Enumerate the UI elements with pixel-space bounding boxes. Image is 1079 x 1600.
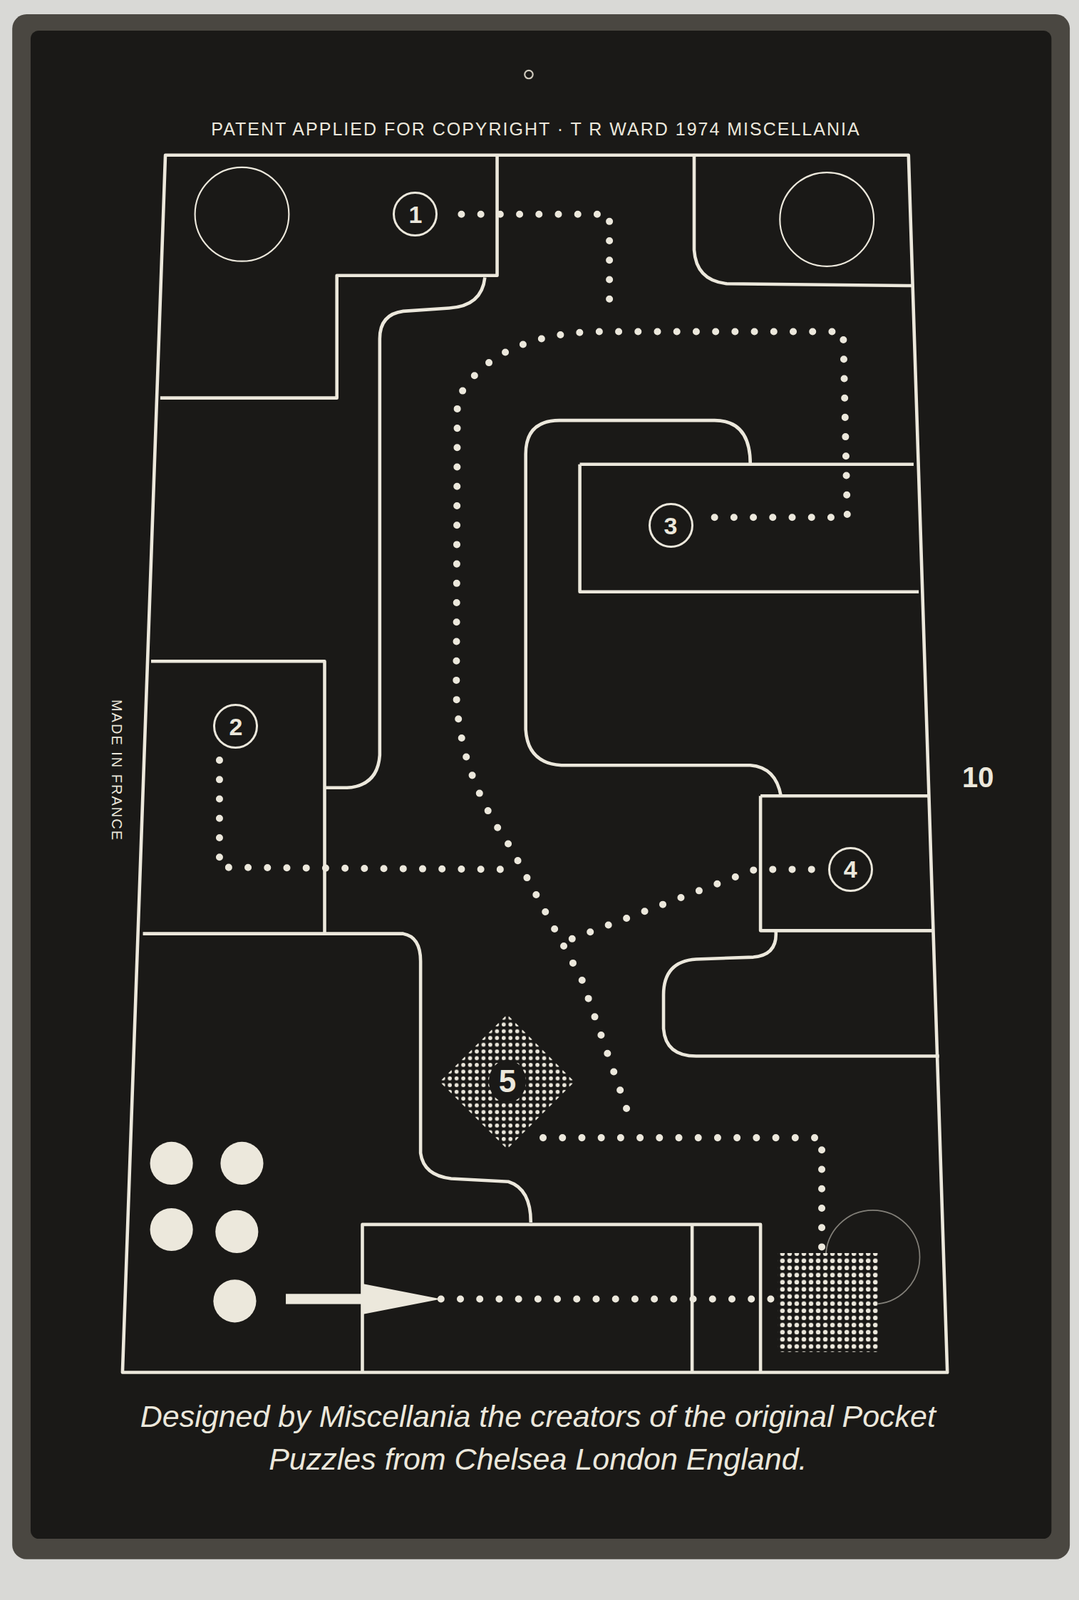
start-diamond: 5 [439,1014,575,1150]
origin-note: MADE IN FRANCE [108,699,125,842]
edge-number: 10 [962,761,995,794]
goal-square [777,1253,878,1353]
numbered-circle: 4 [828,847,874,893]
numbered-circle: 3 [648,503,694,549]
callout-number: 1 [409,202,423,227]
case-face [30,30,1052,1540]
copyright-note: PATENT APPLIED FOR COPYRIGHT · T R WARD … [210,119,861,140]
case-edge [12,14,1070,1561]
caption: Designed by Miscellania the creators of … [106,1395,970,1481]
callout-number: 5 [488,1060,526,1104]
callout-number: 3 [664,513,678,539]
arrow-and-balls [150,1142,442,1324]
callout-number: 4 [843,857,858,882]
case-hole [524,70,533,79]
board-lines [122,155,948,1374]
dotted-paths [219,214,848,1300]
callout-number: 2 [228,714,243,740]
